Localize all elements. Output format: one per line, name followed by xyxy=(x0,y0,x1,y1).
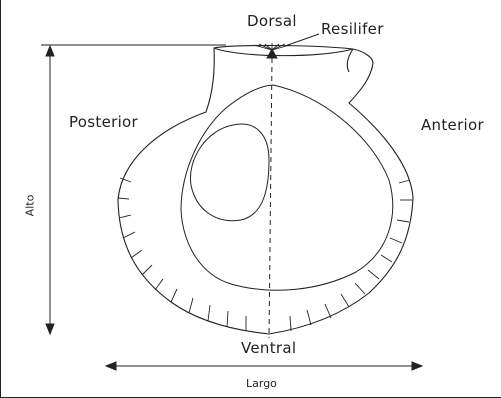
label-ventral: Ventral xyxy=(241,341,296,356)
alto-measure xyxy=(41,45,226,334)
rib-marks xyxy=(118,178,412,331)
resilifer-pointer-line xyxy=(285,34,319,46)
adductor-muscle-scar xyxy=(190,124,269,221)
label-largo: Largo xyxy=(246,378,277,389)
alto-arrowhead-bottom xyxy=(46,324,54,334)
inner-area-group xyxy=(181,85,393,290)
largo-measure xyxy=(106,362,422,370)
largo-arrowhead-left xyxy=(106,362,116,370)
anterior-auricle-notch xyxy=(347,49,353,72)
label-anterior: Anterior xyxy=(421,118,484,133)
label-resilifer: Resilifer xyxy=(321,22,384,37)
shell-outline-group xyxy=(118,46,413,335)
alto-arrowhead-top xyxy=(46,46,54,56)
pallial-line xyxy=(181,85,393,290)
hinge-line xyxy=(214,48,353,56)
label-posterior: Posterior xyxy=(69,115,138,130)
shell-outline xyxy=(118,46,413,335)
label-alto: Alto xyxy=(24,195,35,217)
central-axis-dashed-line xyxy=(269,58,272,338)
largo-arrowhead-right xyxy=(412,362,422,370)
label-dorsal: Dorsal xyxy=(247,14,297,29)
